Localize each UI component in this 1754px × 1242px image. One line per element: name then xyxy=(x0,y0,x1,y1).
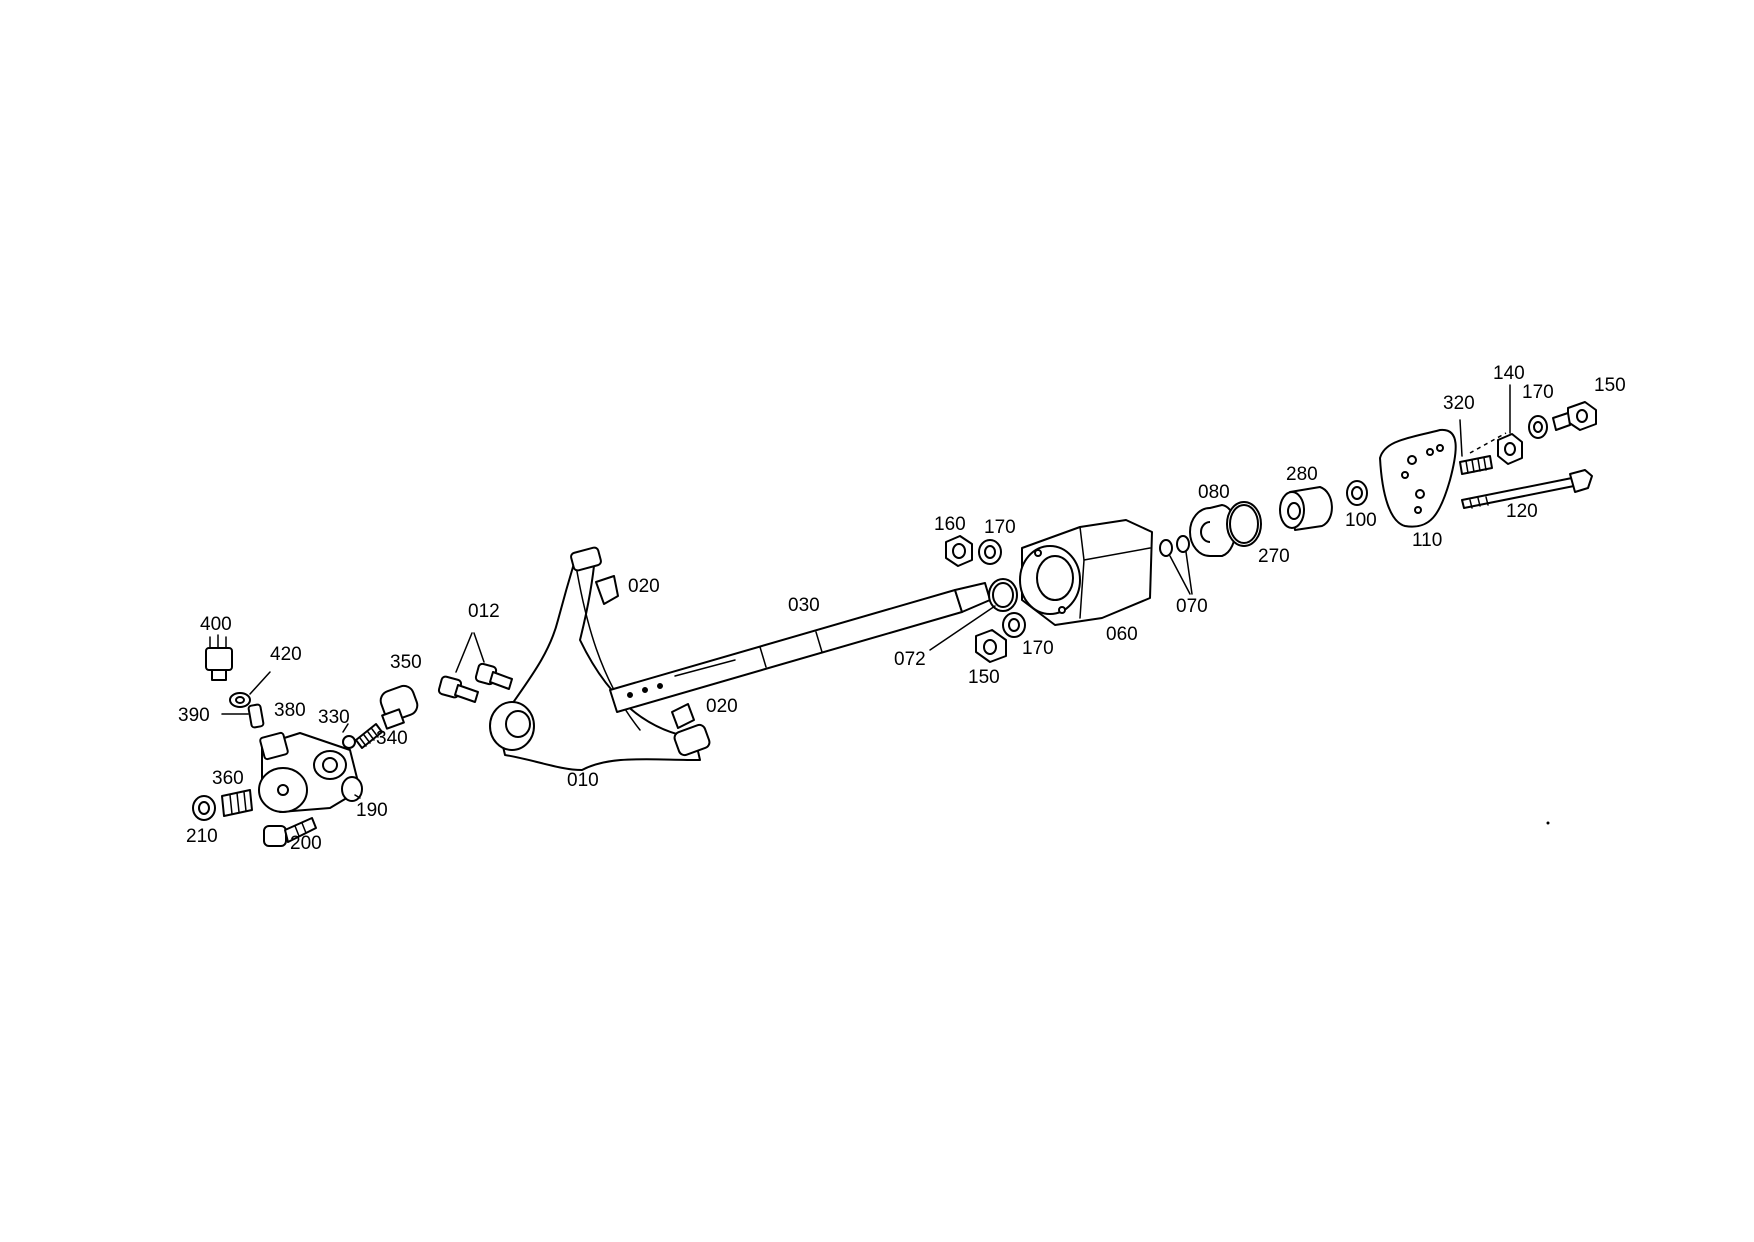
washer-170-right xyxy=(1528,415,1548,439)
label-020-lower: 020 xyxy=(706,696,738,717)
leader-190 xyxy=(354,794,361,799)
label-012: 012 xyxy=(468,601,500,622)
label-150-right: 150 xyxy=(1594,375,1626,396)
pad-020-upper xyxy=(595,575,619,605)
nut-150-right xyxy=(1552,401,1597,431)
label-210: 210 xyxy=(186,826,218,847)
plug-350 xyxy=(379,684,419,730)
label-120: 120 xyxy=(1506,501,1538,522)
leader-070-a xyxy=(1169,555,1191,595)
spring-340 xyxy=(355,723,383,749)
leader-012-b xyxy=(473,632,485,663)
bolt-012-upper xyxy=(474,662,513,690)
shift-fork-010 xyxy=(489,546,711,771)
label-020-upper: 020 xyxy=(628,576,660,597)
label-170-lower: 170 xyxy=(1022,638,1054,659)
housing-060 xyxy=(1019,519,1153,626)
label-420: 420 xyxy=(270,644,302,665)
label-150-lower: 150 xyxy=(968,667,1000,688)
nut-150-lower xyxy=(975,629,1007,663)
ball-330 xyxy=(342,735,356,749)
label-200: 200 xyxy=(290,833,322,854)
bolt-120 xyxy=(1461,469,1593,509)
switch-400 xyxy=(205,634,233,681)
leader-330 xyxy=(342,723,349,733)
label-380: 380 xyxy=(274,700,306,721)
leader-420 xyxy=(249,671,271,695)
bolt-200 xyxy=(263,817,317,847)
label-060: 060 xyxy=(1106,624,1138,645)
leader-012-a xyxy=(455,632,473,673)
setscrew-360 xyxy=(221,789,253,817)
label-400: 400 xyxy=(200,614,232,635)
label-360: 360 xyxy=(212,768,244,789)
washer-170-upper xyxy=(978,539,1002,565)
stray-mark xyxy=(1546,821,1550,825)
label-340: 340 xyxy=(376,728,408,749)
label-390: 390 xyxy=(178,705,210,726)
nut-140 xyxy=(1497,433,1523,465)
label-270: 270 xyxy=(1258,546,1290,567)
label-140: 140 xyxy=(1493,363,1525,384)
dashed-axis-320 xyxy=(1469,432,1507,454)
label-170-right: 170 xyxy=(1522,382,1554,403)
leader-070-b xyxy=(1185,551,1193,595)
label-072: 072 xyxy=(894,649,926,670)
label-030: 030 xyxy=(788,595,820,616)
label-070: 070 xyxy=(1176,596,1208,617)
label-350: 350 xyxy=(390,652,422,673)
leader-072 xyxy=(929,605,996,651)
pin-380 xyxy=(247,703,265,729)
ring-070-a xyxy=(1159,539,1173,557)
seal-072 xyxy=(988,578,1018,612)
nut-160 xyxy=(945,535,973,567)
label-010: 010 xyxy=(567,770,599,791)
label-170-upper: 170 xyxy=(984,517,1016,538)
label-110: 110 xyxy=(1412,530,1442,551)
ring-070-b xyxy=(1176,535,1190,553)
label-100: 100 xyxy=(1345,510,1377,531)
bolt-012-lower xyxy=(437,675,479,703)
washer-420 xyxy=(229,692,251,708)
stud-320 xyxy=(1459,455,1493,475)
shift-rail-030 xyxy=(609,582,991,713)
label-190: 190 xyxy=(356,800,388,821)
cover-110 xyxy=(1379,428,1457,528)
washer-100 xyxy=(1346,480,1368,506)
leader-320 xyxy=(1459,419,1463,457)
label-320: 320 xyxy=(1443,393,1475,414)
ring-270 xyxy=(1226,501,1262,547)
housing-190 xyxy=(258,731,363,813)
pad-020-lower xyxy=(671,703,695,729)
label-330: 330 xyxy=(318,707,350,728)
bushing-280 xyxy=(1279,486,1333,531)
label-080: 080 xyxy=(1198,482,1230,503)
washer-170-lower xyxy=(1002,612,1026,638)
label-160: 160 xyxy=(934,514,966,535)
label-280: 280 xyxy=(1286,464,1318,485)
nut-210 xyxy=(192,795,216,821)
